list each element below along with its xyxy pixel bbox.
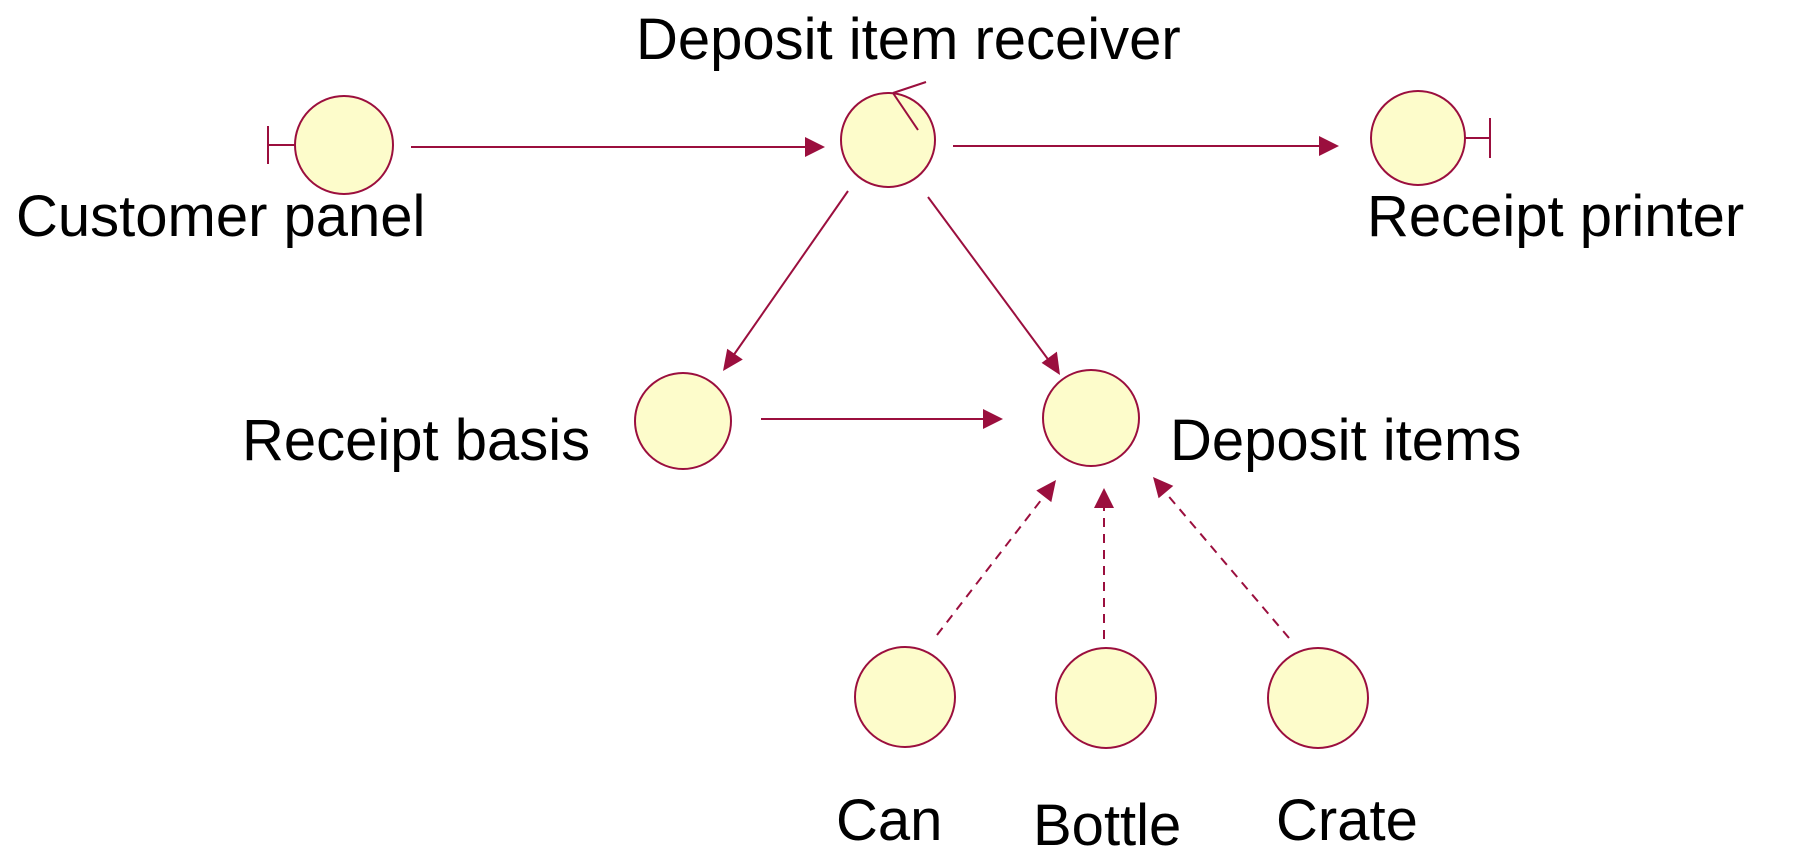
entity-object-icon xyxy=(1267,647,1369,749)
edge-receiver-to-receipt-printer xyxy=(953,136,1339,156)
deposit-item-receiver-label: Deposit item receiver xyxy=(636,7,1181,72)
customer-panel-node: Customer panel xyxy=(16,95,425,249)
edge-receiver-to-deposit-items xyxy=(927,196,1060,375)
entity-object-icon xyxy=(634,372,732,470)
control-object-icon xyxy=(840,92,936,188)
edge-receipt-basis-to-deposit-items xyxy=(761,409,1003,429)
receipt-basis-node: Receipt basis xyxy=(242,372,732,473)
edge-can-to-deposit-items xyxy=(936,480,1056,636)
boundary-object-icon xyxy=(1370,90,1466,186)
can-node: Can xyxy=(836,646,956,847)
boundary-object-icon xyxy=(294,95,394,195)
deposit-item-receiver-node: Deposit item receiver xyxy=(636,7,1181,188)
receipt-basis-label: Receipt basis xyxy=(242,408,590,473)
receipt-printer-label: Receipt printer xyxy=(1367,184,1744,249)
crate-node: Crate xyxy=(1267,647,1418,847)
edge-customer-panel-to-receiver xyxy=(411,137,825,157)
crate-label: Crate xyxy=(1276,788,1418,847)
bottle-node: Bottle xyxy=(1033,647,1181,847)
bottle-label: Bottle xyxy=(1033,793,1181,847)
receipt-printer-node: Receipt printer xyxy=(1367,90,1744,249)
deposit-items-node: Deposit items xyxy=(1042,369,1521,473)
edge-crate-to-deposit-items xyxy=(1153,477,1290,639)
entity-object-icon xyxy=(1042,369,1140,467)
can-label: Can xyxy=(836,788,942,847)
deposit-items-label: Deposit items xyxy=(1170,408,1521,473)
customer-panel-label: Customer panel xyxy=(16,184,425,249)
edge-receiver-to-receipt-basis xyxy=(723,190,849,371)
entity-object-icon xyxy=(1055,647,1157,749)
edge-bottle-to-deposit-items xyxy=(1094,488,1114,639)
entity-object-icon xyxy=(854,646,956,748)
